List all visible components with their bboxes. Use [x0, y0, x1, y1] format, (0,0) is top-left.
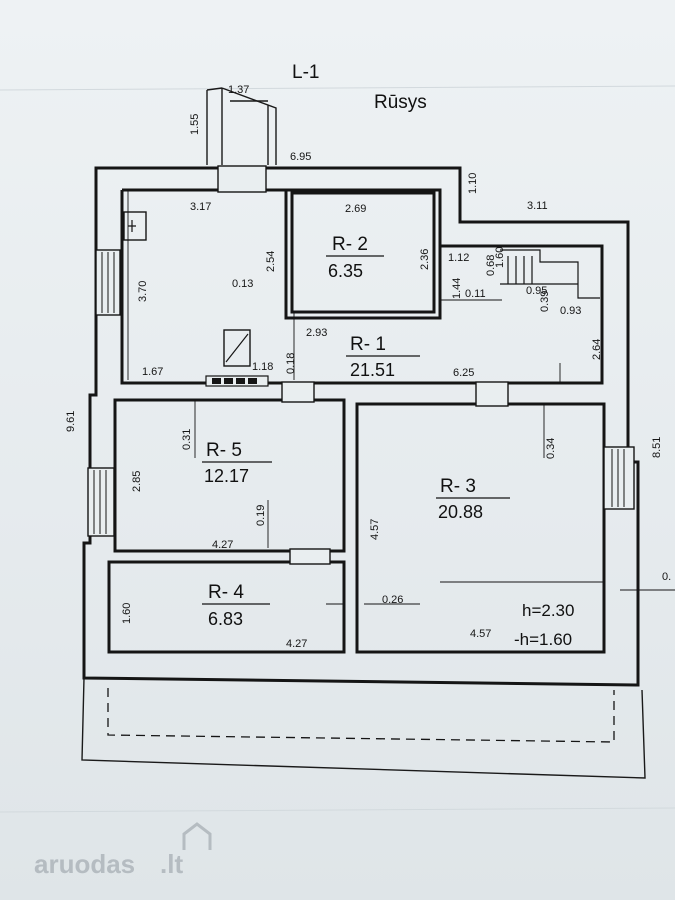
watermark-brand: aruodas	[34, 849, 135, 879]
terrace-outline	[81, 677, 646, 779]
entry-landing	[206, 87, 277, 165]
dim-r3-bottom: 4.57	[470, 628, 491, 640]
room-r3-area: 20.88	[438, 502, 483, 522]
staircase	[500, 249, 600, 299]
sink-fixture	[123, 211, 147, 241]
dim-r2-left: 2.54	[265, 251, 277, 272]
dim-r4-left: 1.60	[121, 603, 133, 624]
dimension-lines	[127, 190, 675, 605]
plan-title: Rūsys	[374, 92, 427, 113]
dim-r1-right: 6.25	[453, 367, 474, 379]
dim-r1-left: 3.70	[137, 281, 149, 302]
watermark-tld: .lt	[160, 849, 183, 879]
min-height: -h=1.60	[514, 630, 572, 649]
dim-edge-cut: 0.	[662, 571, 671, 583]
room-r5-area: 12.17	[204, 466, 249, 486]
dimension-labels: 1.37 6.95 3.11 3.17 2.69 0.13 2.93 1.67 …	[65, 84, 671, 650]
dim-entry-len: 1.55	[189, 114, 201, 135]
dim-r1-c: 1.18	[252, 361, 273, 373]
dim-r2-top: 2.69	[345, 203, 366, 215]
dim-r1-small-a: 0.18	[285, 353, 297, 374]
dim-r2-right: 2.36	[419, 249, 431, 270]
dim-stair-b: 0.68	[485, 255, 497, 276]
background-rules	[0, 85, 675, 813]
level-label: L-1	[292, 62, 319, 83]
dim-r5-left: 2.85	[131, 471, 143, 492]
room-r1-label: R- 1	[350, 334, 386, 355]
dim-stair-e: 0.11	[465, 288, 486, 300]
dim-top-right: 3.11	[527, 200, 548, 212]
dim-r5-b: 0.19	[255, 505, 267, 526]
interior-walls	[107, 188, 606, 654]
dim-r2-bottom: 2.93	[306, 327, 327, 339]
dim-r2-offset: 0.13	[232, 278, 253, 290]
boiler-fixture	[223, 329, 251, 367]
dim-step: 1.10	[467, 173, 479, 194]
room-r1-area: 21.51	[350, 360, 395, 380]
room-r4-label: R- 4	[208, 582, 244, 603]
watermark: aruodas .lt	[34, 822, 212, 879]
dim-r5-a: 0.31	[181, 429, 193, 450]
dim-r4-gap: 0.26	[382, 594, 403, 606]
window-hatching	[93, 252, 625, 534]
dim-top-wall: 6.95	[290, 151, 311, 163]
dim-stair-g: 0.39	[539, 291, 551, 312]
outer-wall	[82, 166, 640, 687]
dim-r3-a: 0.34	[545, 438, 557, 459]
dim-stair-h: 0.93	[560, 305, 581, 317]
dim-stair-d: 1.44	[451, 278, 463, 299]
dim-r3-left: 4.57	[369, 519, 381, 540]
dim-total-left: 9.61	[65, 411, 77, 432]
dim-r1-b: 1.67	[142, 366, 163, 378]
dim-total-right: 8.51	[651, 437, 663, 458]
room-r3-label: R- 3	[440, 476, 476, 497]
room-r4-area: 6.83	[208, 609, 243, 629]
fixtures	[123, 211, 269, 387]
dim-r4-bottom: 4.27	[286, 638, 307, 650]
dim-stair-c: 1.60	[494, 247, 506, 268]
house-logo-icon	[182, 822, 212, 850]
door-openings	[87, 165, 635, 565]
dim-stair-a: 1.12	[448, 252, 469, 264]
dim-right-side: 2.64	[591, 339, 603, 360]
room-r5-label: R- 5	[206, 440, 242, 461]
dim-r1-top: 3.17	[190, 201, 211, 213]
dim-r5-bottom: 4.27	[212, 539, 233, 551]
room-label-rules	[202, 255, 510, 605]
dim-stair-f: 0.95	[526, 285, 547, 297]
dim-entry-width: 1.37	[228, 84, 249, 96]
room-r2-area: 6.35	[328, 261, 363, 281]
room-r2-label: R- 2	[332, 234, 368, 255]
ceiling-height: h=2.30	[522, 601, 574, 620]
